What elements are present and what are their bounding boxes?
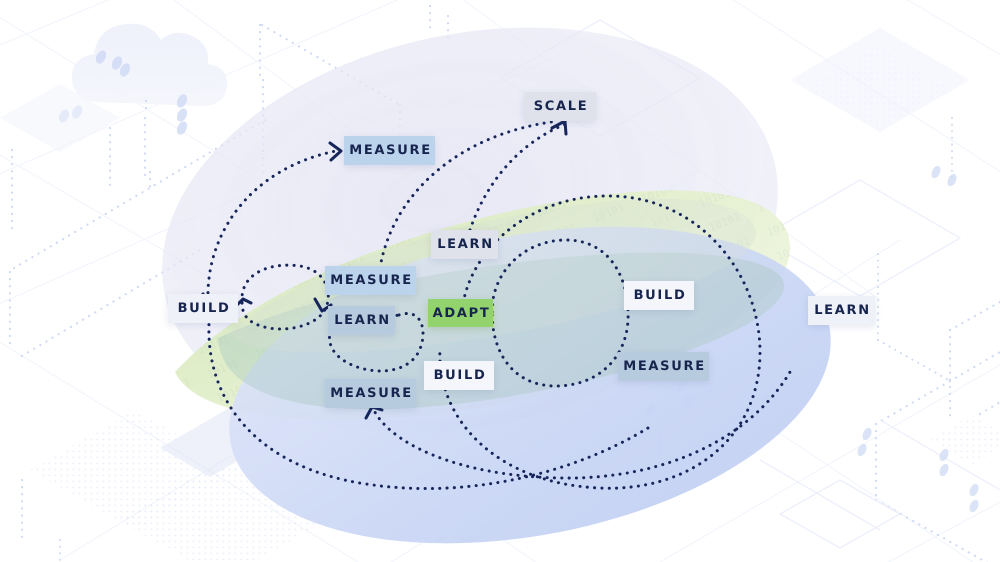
node-label-learn-mid-left[interactable]: LEARN (328, 306, 395, 335)
large-center-loop (490, 238, 630, 388)
node-label-adapt-center[interactable]: ADAPT (428, 299, 493, 327)
node-label-learn-upper-mid[interactable]: LEARN (431, 230, 498, 259)
build-to-measure-arc (206, 149, 338, 302)
bottom-to-measure-arc (370, 370, 792, 480)
node-label-learn-far-right[interactable]: LEARN (808, 296, 875, 325)
arrowhead-measure-top (328, 141, 343, 162)
node-label-measure-right[interactable]: MEASURE (618, 352, 709, 381)
learn-to-scale-arc (468, 122, 568, 232)
node-label-measure-mid-left[interactable]: MEASURE (325, 266, 416, 295)
arrowhead-loop-left-a (234, 297, 253, 308)
outer-big-loop (438, 194, 762, 490)
bottom-return-arc (207, 308, 650, 490)
node-label-measure-top-left[interactable]: MEASURE (344, 136, 435, 165)
measure-to-scale-arc (378, 119, 560, 270)
node-label-build-far-left[interactable]: BUILD (168, 294, 238, 323)
node-label-scale-top[interactable]: SCALE (524, 92, 596, 121)
node-label-measure-bottom[interactable]: MEASURE (325, 379, 416, 408)
node-label-build-center[interactable]: BUILD (424, 361, 494, 390)
node-label-build-right[interactable]: BUILD (624, 281, 694, 310)
arrowhead-scale (550, 119, 568, 136)
